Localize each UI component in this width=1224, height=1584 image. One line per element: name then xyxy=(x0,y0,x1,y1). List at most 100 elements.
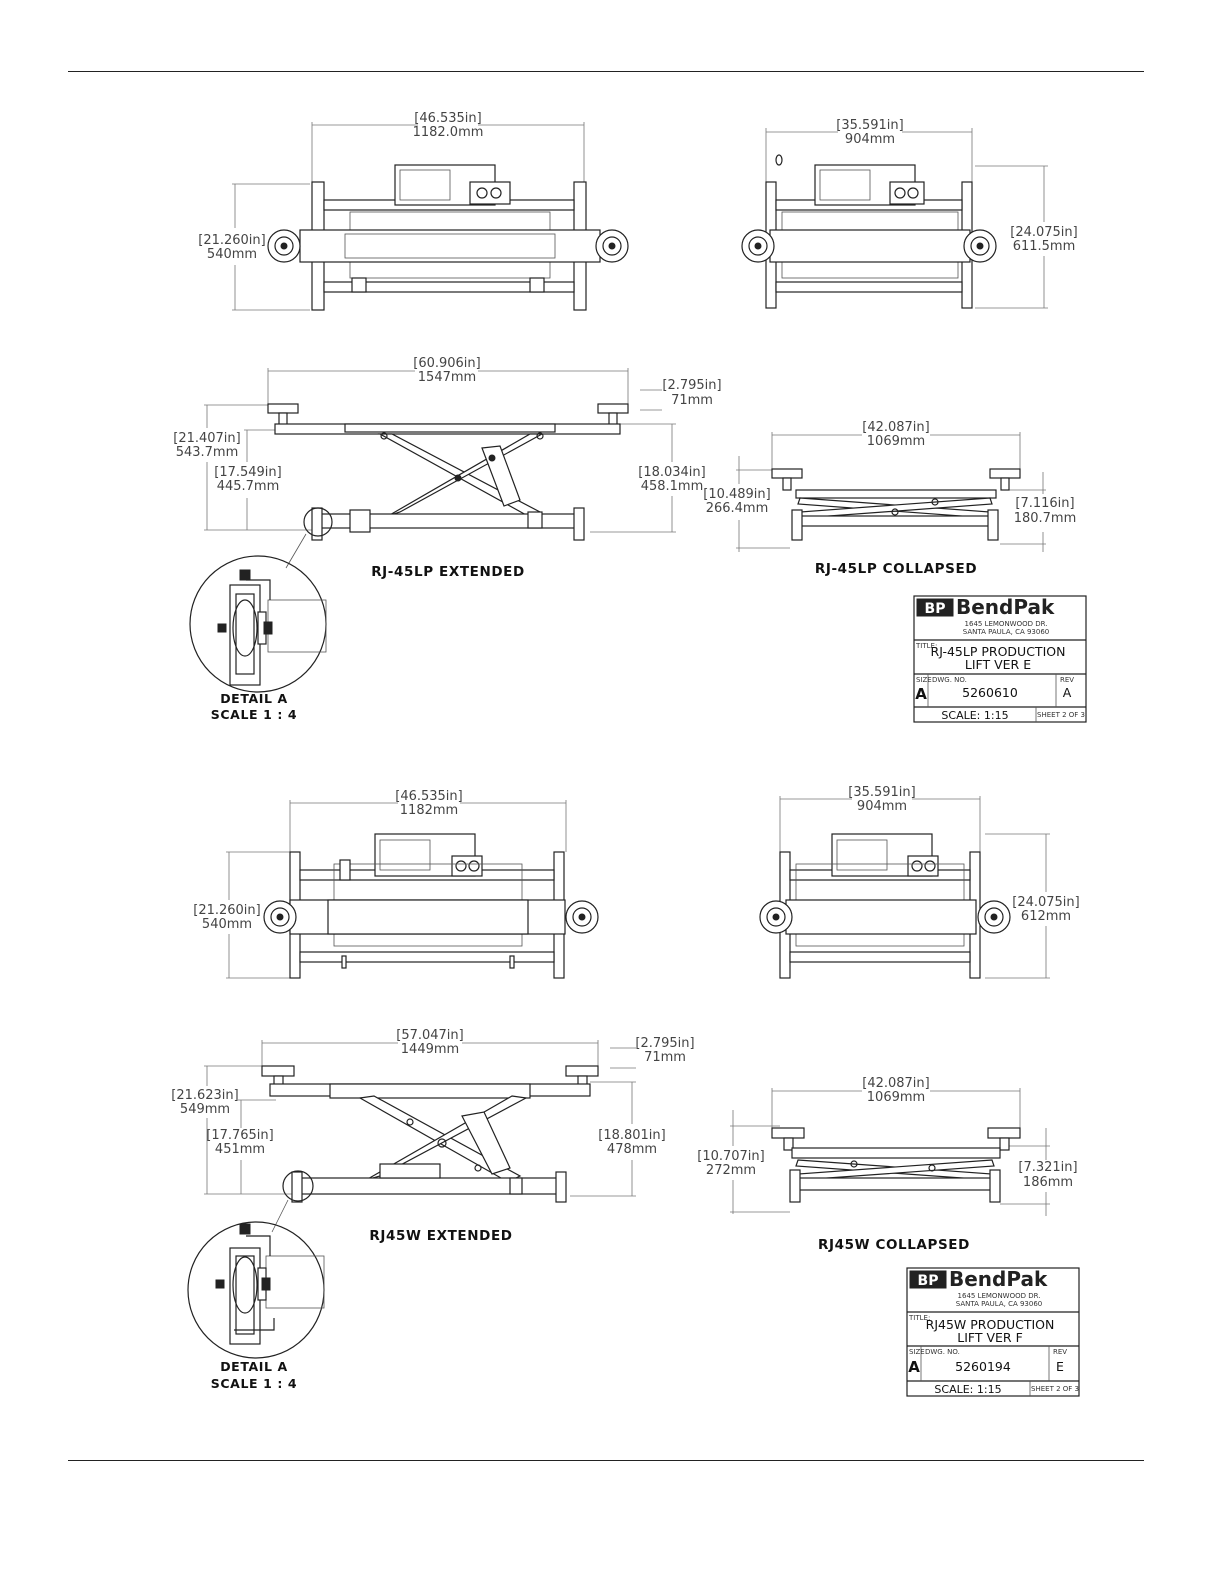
detail-a-2: DETAIL A SCALE 1 : 4 xyxy=(187,1221,325,1391)
dwg-number: 5260610 xyxy=(962,685,1018,700)
extended-view-1: [60.906in] 1547mm [2.795in] 71mm [21.407… xyxy=(173,356,721,580)
drawing-title-1: RJ45W PRODUCTION xyxy=(926,1317,1055,1332)
dim-length-mm: 1069mm xyxy=(867,1090,925,1105)
address-line-1: 1645 LEMONWOOD DR. xyxy=(965,620,1048,628)
dim-total-height-in: [21.623in] xyxy=(171,1088,238,1103)
brand-name: BendPak xyxy=(956,595,1055,619)
top-view-right-1: [35.591in] 904mm [24.075in] 611.5mm xyxy=(741,118,1078,309)
dim-height-in: [10.489in] xyxy=(703,487,770,502)
brand-name: BendPak xyxy=(949,1267,1048,1291)
sheet-value: SHEET 2 OF 3 xyxy=(1037,711,1085,719)
collapsed-view-2: [42.087in] 1069mm [10.707in] 272mm [7.32… xyxy=(697,1076,1077,1253)
sheet-value: SHEET 2 OF 3 xyxy=(1031,1385,1079,1393)
rev-value: E xyxy=(1056,1359,1064,1374)
size-value: A xyxy=(908,1358,920,1376)
brand-logo-box xyxy=(916,598,954,617)
view-label: RJ-45LP EXTENDED xyxy=(371,564,525,580)
title-label: TITLE: xyxy=(915,642,937,650)
dim-width-in: [35.591in] xyxy=(836,118,903,133)
size-value: A xyxy=(915,685,927,703)
extended-view-2: [57.047in] 1449mm [2.795in] 71mm [21.623… xyxy=(171,1028,694,1244)
dim-width-mm: 904mm xyxy=(857,799,907,814)
dim-right-height-in: [18.034in] xyxy=(638,465,705,480)
view-label: RJ-45LP COLLAPSED xyxy=(815,561,977,577)
dim-length-in: [60.906in] xyxy=(413,356,480,371)
detail-title: DETAIL A xyxy=(220,691,288,706)
dim-length-in: [42.087in] xyxy=(862,1076,929,1091)
dim-right-height-in: [18.801in] xyxy=(598,1128,665,1143)
dim-depth-in: [21.260in] xyxy=(193,903,260,918)
view-label: RJ45W COLLAPSED xyxy=(818,1237,970,1253)
address-line-2: SANTA PAULA, CA 93060 xyxy=(956,1300,1043,1308)
dim-low-height-mm: 180.7mm xyxy=(1014,511,1077,526)
dim-width-in: [35.591in] xyxy=(848,785,915,800)
dim-low-height-in: [7.116in] xyxy=(1015,496,1074,511)
title-block-2: BP BendPak 1645 LEMONWOOD DR. SANTA PAUL… xyxy=(906,1267,1080,1397)
dim-depth-in: [24.075in] xyxy=(1012,895,1079,910)
dim-pad-in: [2.795in] xyxy=(635,1036,694,1051)
detail-scale: SCALE 1 : 4 xyxy=(211,1376,297,1391)
brand-logo: BP xyxy=(925,601,946,617)
rev-value: A xyxy=(1063,685,1072,700)
dim-width-mm: 904mm xyxy=(845,132,895,147)
dwg-label: DWG. NO. xyxy=(925,1348,960,1356)
collapsed-view-1: [42.087in] 1069mm [10.489in] 266.4mm [7.… xyxy=(703,420,1076,577)
detail-title: DETAIL A xyxy=(220,1359,288,1374)
dim-right-height-mm: 478mm xyxy=(607,1142,657,1157)
dim-height-mm: 272mm xyxy=(706,1163,756,1178)
drawing-title-2: LIFT VER E xyxy=(965,657,1031,672)
dim-frame-height-mm: 451mm xyxy=(215,1142,265,1157)
rev-label: REV xyxy=(1053,1348,1067,1356)
dim-length-in: [42.087in] xyxy=(862,420,929,435)
dim-pad-mm: 71mm xyxy=(671,393,713,408)
sheet-1: [46.535in] 1182.0mm [21.260in] 540mm xyxy=(173,111,1087,723)
size-label: SIZE xyxy=(909,1348,925,1356)
brand-logo: BP xyxy=(918,1273,939,1289)
size-label: SIZE xyxy=(916,676,932,684)
title-block-1: BP BendPak 1645 LEMONWOOD DR. SANTA PAUL… xyxy=(913,595,1087,723)
address-line-1: 1645 LEMONWOOD DR. xyxy=(958,1292,1041,1300)
dim-total-height-mm: 549mm xyxy=(180,1102,230,1117)
dwg-number: 5260194 xyxy=(955,1359,1011,1374)
dim-frame-height-mm: 445.7mm xyxy=(217,479,280,494)
top-rule xyxy=(68,71,1144,72)
bottom-rule xyxy=(68,1460,1144,1461)
top-view-left-2: [46.535in] 1182mm [21.260in] 540mm xyxy=(193,789,599,979)
dim-depth-mm: 540mm xyxy=(202,917,252,932)
top-view-left-1: [46.535in] 1182.0mm [21.260in] 540mm xyxy=(198,111,629,311)
dim-total-height-in: [21.407in] xyxy=(173,431,240,446)
title-label: TITLE: xyxy=(908,1314,930,1322)
dim-depth-mm: 612mm xyxy=(1021,909,1071,924)
dim-length-mm: 1069mm xyxy=(867,434,925,449)
drawing-title-1: RJ-45LP PRODUCTION xyxy=(931,644,1066,659)
dim-depth-mm: 611.5mm xyxy=(1013,239,1076,254)
sheet-2: [46.535in] 1182mm [21.260in] 540mm xyxy=(171,785,1080,1397)
dim-width-mm: 1182mm xyxy=(400,803,458,818)
dim-depth-in: [21.260in] xyxy=(198,233,265,248)
rev-label: REV xyxy=(1060,676,1074,684)
dim-depth-in: [24.075in] xyxy=(1010,225,1077,240)
dim-low-height-in: [7.321in] xyxy=(1018,1160,1077,1175)
dim-height-in: [10.707in] xyxy=(697,1149,764,1164)
dim-width-mm: 1182.0mm xyxy=(413,125,484,140)
dim-length-in: [57.047in] xyxy=(396,1028,463,1043)
dim-frame-height-in: [17.765in] xyxy=(206,1128,273,1143)
dim-total-height-mm: 543.7mm xyxy=(176,445,239,460)
dim-width-in: [46.535in] xyxy=(414,111,481,126)
drawing-title-2: LIFT VER F xyxy=(957,1330,1023,1345)
dim-depth-mm: 540mm xyxy=(207,247,257,262)
dim-right-height-mm: 458.1mm xyxy=(641,479,704,494)
scale-value: SCALE: 1:15 xyxy=(934,1383,1001,1396)
detail-a-1: DETAIL A SCALE 1 : 4 xyxy=(189,555,327,722)
dwg-label: DWG. NO. xyxy=(932,676,967,684)
dim-width-in: [46.535in] xyxy=(395,789,462,804)
view-label: RJ45W EXTENDED xyxy=(369,1228,512,1244)
dim-pad-mm: 71mm xyxy=(644,1050,686,1065)
dim-height-mm: 266.4mm xyxy=(706,501,769,516)
brand-logo-box xyxy=(909,1270,947,1289)
top-view-right-2: [35.591in] 904mm [24.075in] 612mm xyxy=(759,785,1080,979)
dim-length-mm: 1449mm xyxy=(401,1042,459,1057)
scale-value: SCALE: 1:15 xyxy=(941,709,1008,722)
dim-length-mm: 1547mm xyxy=(418,370,476,385)
